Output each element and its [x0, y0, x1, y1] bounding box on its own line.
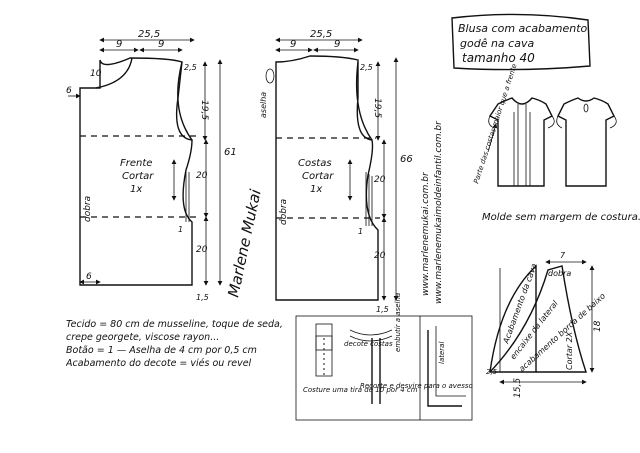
front-cut-label: Cortar	[122, 171, 154, 182]
front-qty: 1x	[130, 184, 142, 195]
arrow-note: Parte das costas maior que a frente	[472, 63, 518, 185]
strip-body	[315, 335, 333, 377]
title-line3: tamanho 40	[462, 51, 535, 65]
detail-step1: Costure uma tira de 10 por 4 cm	[303, 386, 418, 394]
back-fold-label: dobra	[279, 199, 289, 225]
back-hem-extension: 1,5	[376, 305, 389, 314]
back-mid-segment: 20	[374, 175, 386, 185]
detail-decote-costas: decote costas	[344, 340, 393, 348]
front-neck-width: 9	[116, 39, 122, 50]
godet-outer-curve	[489, 265, 587, 373]
back-shoulder: 9	[334, 39, 340, 50]
front-side-hatch	[185, 170, 190, 222]
front-view	[488, 97, 553, 187]
front-side-mark: 1	[178, 225, 183, 234]
front-armhole-depth: 19,5	[199, 100, 209, 120]
lateral-inner	[435, 326, 466, 397]
front-hem-extension: 1,5	[196, 293, 209, 302]
front-view-pleats	[513, 104, 531, 186]
front-piece-label: Frente	[120, 158, 152, 169]
back-side-mark: 1	[358, 227, 363, 236]
front-fold-label: dobra	[83, 196, 93, 222]
godet-small: 2,5	[486, 368, 498, 376]
illustration-caption: Molde sem margem de costura.	[482, 212, 640, 223]
lateral-detail	[427, 330, 462, 407]
front-piece: dobra Frente Cortar 1x 25,5 9 9 10 2,5 6…	[66, 29, 237, 302]
detail-box: Costure uma tira de 10 por 4 cm decote c…	[295, 293, 473, 421]
title-frame	[451, 13, 591, 71]
front-outline	[79, 57, 193, 286]
back-side-hatch	[365, 172, 373, 226]
back-armhole-depth: 19,5	[372, 98, 382, 118]
title-box: Blusa com acabamento godê na cava tamanh…	[451, 13, 591, 71]
detail-lateral: lateral	[438, 342, 446, 364]
notes-block: Tecido = 80 cm de musseline, toque de se…	[66, 319, 283, 369]
detail-embutir: embutir a aselha	[394, 293, 402, 352]
back-view	[557, 97, 615, 187]
front-hem-width: 6	[86, 272, 92, 282]
front-width-top: 25,5	[138, 29, 160, 40]
back-shoulder-drop: 2,5	[360, 63, 373, 72]
back-piece-label: Costas	[298, 158, 332, 169]
front-left-offset: 6	[66, 86, 72, 96]
godet-frame	[499, 268, 586, 373]
back-piece: dobra Costas Cortar 1x aselha 25,5 9 9 2…	[259, 29, 413, 314]
note-arrow	[487, 123, 498, 153]
back-armhole	[355, 61, 373, 141]
back-cut-label: Cortar	[302, 171, 334, 182]
back-width-top: 25,5	[310, 29, 332, 40]
title-line1: Blusa com acabamento	[458, 22, 588, 35]
front-shoulder-drop: 2,5	[184, 63, 197, 72]
detail-step2: Recorte e desvire para o avesso	[360, 382, 473, 390]
back-neck-width: 9	[290, 39, 296, 50]
back-total-length: 66	[400, 154, 413, 165]
godet-piece: 7 dobra Acabamento da cava encaixe da la…	[486, 251, 607, 398]
godet-cut: Cortar 2X	[565, 331, 574, 370]
title-line2: godê na cava	[460, 37, 534, 50]
note-button: Botão = 1 — Aselha de 4 cm por 0,5 cm	[66, 345, 257, 356]
back-loop-label: aselha	[259, 92, 268, 118]
notes: Tecido = 80 cm de musseline, toque de se…	[66, 319, 283, 369]
detail-frame	[295, 315, 473, 421]
front-lower-segment: 20	[196, 245, 208, 255]
godet-height: 18	[593, 320, 603, 332]
back-qty: 1x	[310, 184, 322, 195]
blouse-illustration: Parte das costas maior que a frente Mold…	[472, 63, 640, 223]
url-2: www.marlenemukaimoldeinfantil.com.br	[434, 120, 444, 304]
front-armhole	[177, 61, 193, 141]
back-view-keyhole	[583, 103, 589, 113]
back-lower-segment: 20	[374, 251, 386, 261]
facing-detail	[371, 338, 381, 404]
front-total-length: 61	[224, 147, 237, 158]
back-outline	[275, 55, 379, 301]
godet-dobra: dobra	[548, 269, 571, 278]
back-view-godet	[556, 115, 617, 129]
godet-base: 15,5	[513, 378, 523, 398]
godet-fold-len: 7	[560, 251, 566, 260]
front-neckline	[95, 57, 133, 89]
neckline-detail	[349, 329, 393, 342]
strip-top	[315, 323, 333, 351]
front-neck-drop: 10	[90, 69, 102, 79]
note-fabric: Tecido = 80 cm de musseline, toque de se…	[66, 319, 283, 343]
front-shoulder: 9	[158, 39, 164, 50]
url-1: www.marlenemukai.com.br	[421, 171, 431, 296]
back-loop	[265, 68, 275, 84]
front-mid-segment: 20	[196, 171, 208, 181]
signature: Marlene Mukai	[224, 187, 265, 299]
note-finish: Acabamento do decote = viés ou revel	[66, 358, 252, 369]
